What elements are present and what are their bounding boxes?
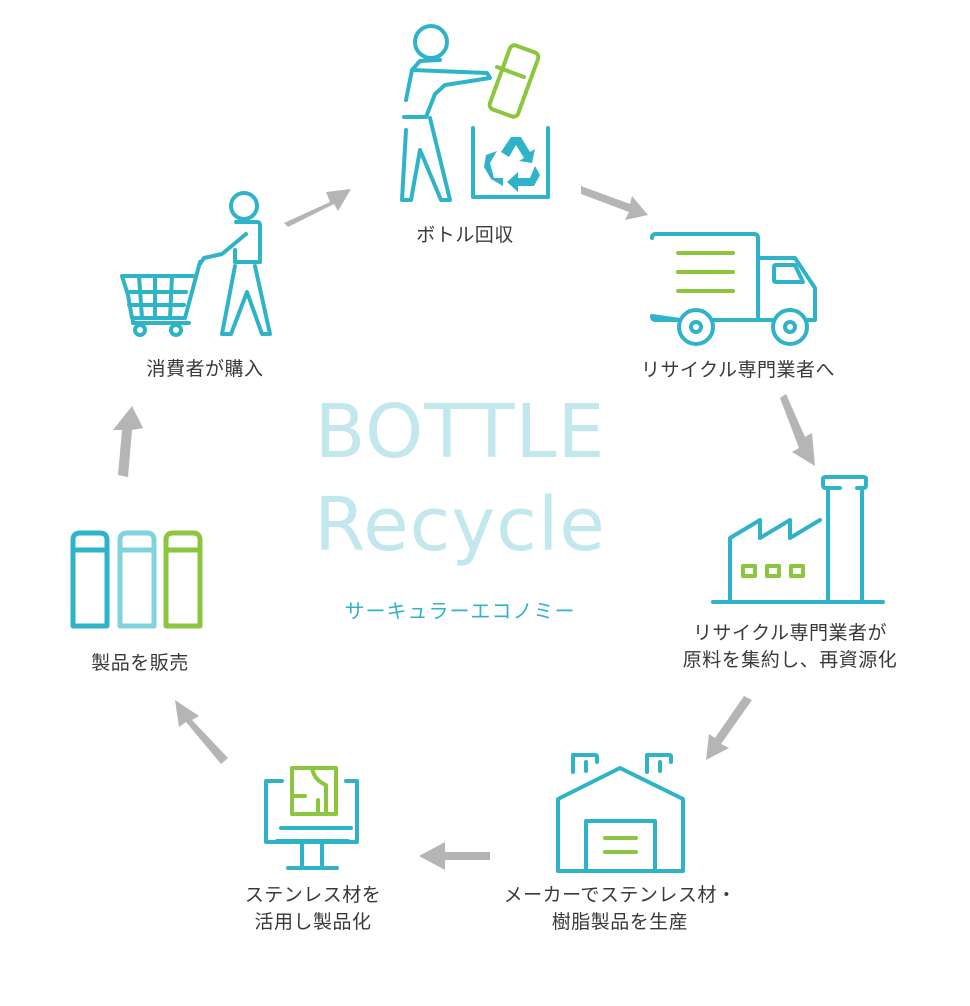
arrow-shopper-to-collection <box>284 189 351 227</box>
center-title-line1: BOTTLE <box>314 389 606 475</box>
monitor-design-icon <box>264 766 359 870</box>
step-1-label: ボトル回収 <box>416 224 514 246</box>
arrow-collection-to-truck <box>581 186 648 220</box>
step-3-label-line1: リサイクル専門業者が <box>692 622 888 644</box>
person-legs <box>400 116 452 202</box>
step-5-label-line1: ステンレス材を <box>244 884 382 906</box>
bottle-recycling-icon <box>400 24 550 202</box>
recycle-symbol <box>484 137 540 192</box>
step-2-label: リサイクル専門業者へ <box>640 359 836 381</box>
arrow-bottles-to-shopper <box>113 406 143 477</box>
factory-icon <box>711 475 885 604</box>
step-6-label: 製品を販売 <box>91 652 189 674</box>
arrow-monitor-to-bottles <box>175 700 228 764</box>
person-body <box>402 58 492 119</box>
step-label-purchase: 消費者が購入 <box>130 356 280 383</box>
bin-shape <box>471 126 550 199</box>
step-label-recycling: リサイクル専門業者が 原料を集約し、再資源化 <box>660 620 920 674</box>
bottle-shape <box>487 43 541 119</box>
step-label-selling: 製品を販売 <box>70 650 210 677</box>
bottles-product-icon <box>70 530 203 629</box>
arrow-factory-to-warehouse <box>706 696 752 760</box>
step-3-label-line2: 原料を集約し、再資源化 <box>682 649 898 671</box>
step-label-manufacturing: メーカーでステンレス材・ 樹脂製品を生産 <box>490 882 750 936</box>
person-head <box>413 24 449 60</box>
arrow-truck-to-factory <box>780 394 815 466</box>
step-4-label-line2: 樹脂製品を生産 <box>551 911 689 933</box>
warehouse-icon <box>556 753 685 873</box>
step-7-label: 消費者が購入 <box>146 358 264 380</box>
delivery-truck-icon <box>650 232 817 346</box>
center-subtitle: サーキュラーエコノミー <box>344 599 576 623</box>
center-title-line2: Recycle <box>314 482 606 568</box>
step-4-label-line1: メーカーでステンレス材・ <box>503 884 737 906</box>
step-5-label-line2: 活用し製品化 <box>254 911 372 933</box>
step-label-bottle-collection: ボトル回収 <box>405 222 525 249</box>
arrow-warehouse-to-monitor <box>419 842 490 870</box>
step-label-to-recycler: リサイクル専門業者へ <box>618 357 858 384</box>
step-label-productization: ステンレス材を 活用し製品化 <box>228 882 398 936</box>
shopper-cart-icon <box>120 191 272 337</box>
